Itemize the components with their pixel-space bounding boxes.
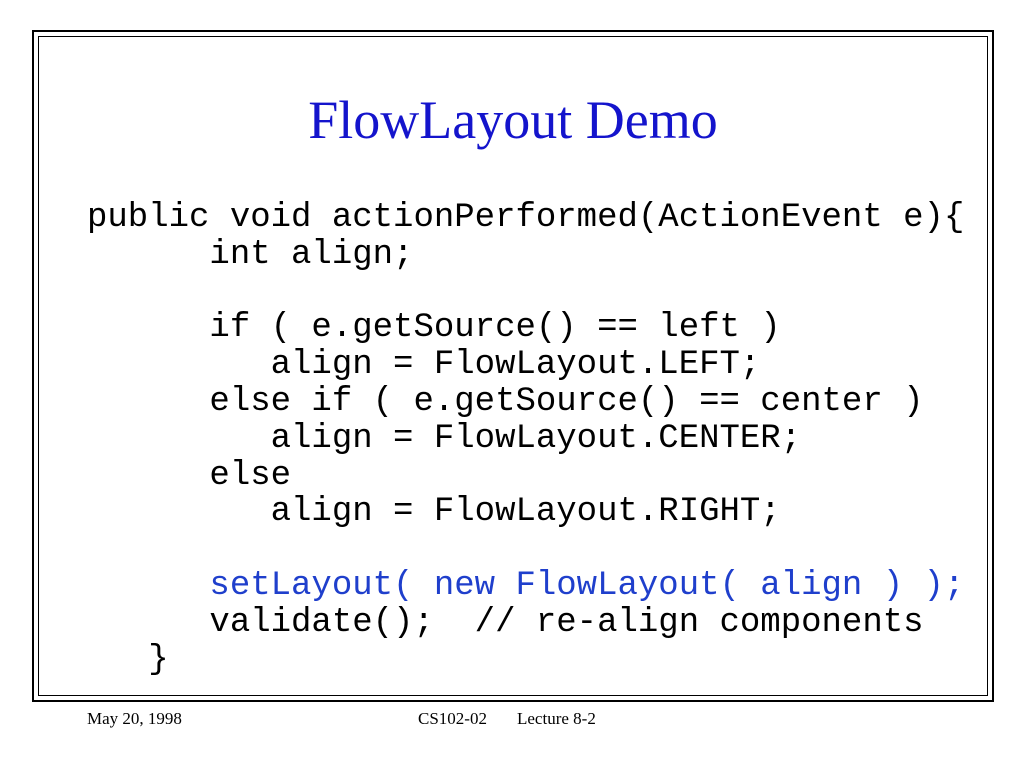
- code-line: align = FlowLayout.CENTER;: [87, 419, 802, 458]
- code-line: int align;: [87, 235, 414, 274]
- footer-lecture: Lecture 8-2: [517, 709, 596, 728]
- code-line-highlighted: setLayout( new FlowLayout( align ) );: [87, 566, 965, 605]
- code-line: else: [87, 456, 292, 495]
- footer-course: CS102-02: [418, 709, 487, 728]
- code-line: validate(); // re-align components: [87, 603, 924, 642]
- code-line: public void actionPerformed(ActionEvent …: [87, 199, 965, 237]
- code-line: if ( e.getSource() == left ): [87, 309, 781, 348]
- code-line: [87, 274, 964, 311]
- code-line: align = FlowLayout.RIGHT;: [87, 493, 781, 532]
- code-block: public void actionPerformed(ActionEvent …: [87, 200, 964, 678]
- code-line: align = FlowLayout.LEFT;: [87, 346, 761, 385]
- code-line: else if ( e.getSource() == center ): [87, 382, 924, 421]
- slide-title: FlowLayout Demo: [308, 90, 718, 150]
- slide-frame: FlowLayout Demo public void actionPerfor…: [32, 30, 994, 702]
- slide-frame-inner-border: [38, 36, 988, 696]
- code-line: [87, 531, 964, 568]
- code-line: }: [87, 640, 169, 679]
- footer-date: May 20, 1998: [87, 709, 182, 728]
